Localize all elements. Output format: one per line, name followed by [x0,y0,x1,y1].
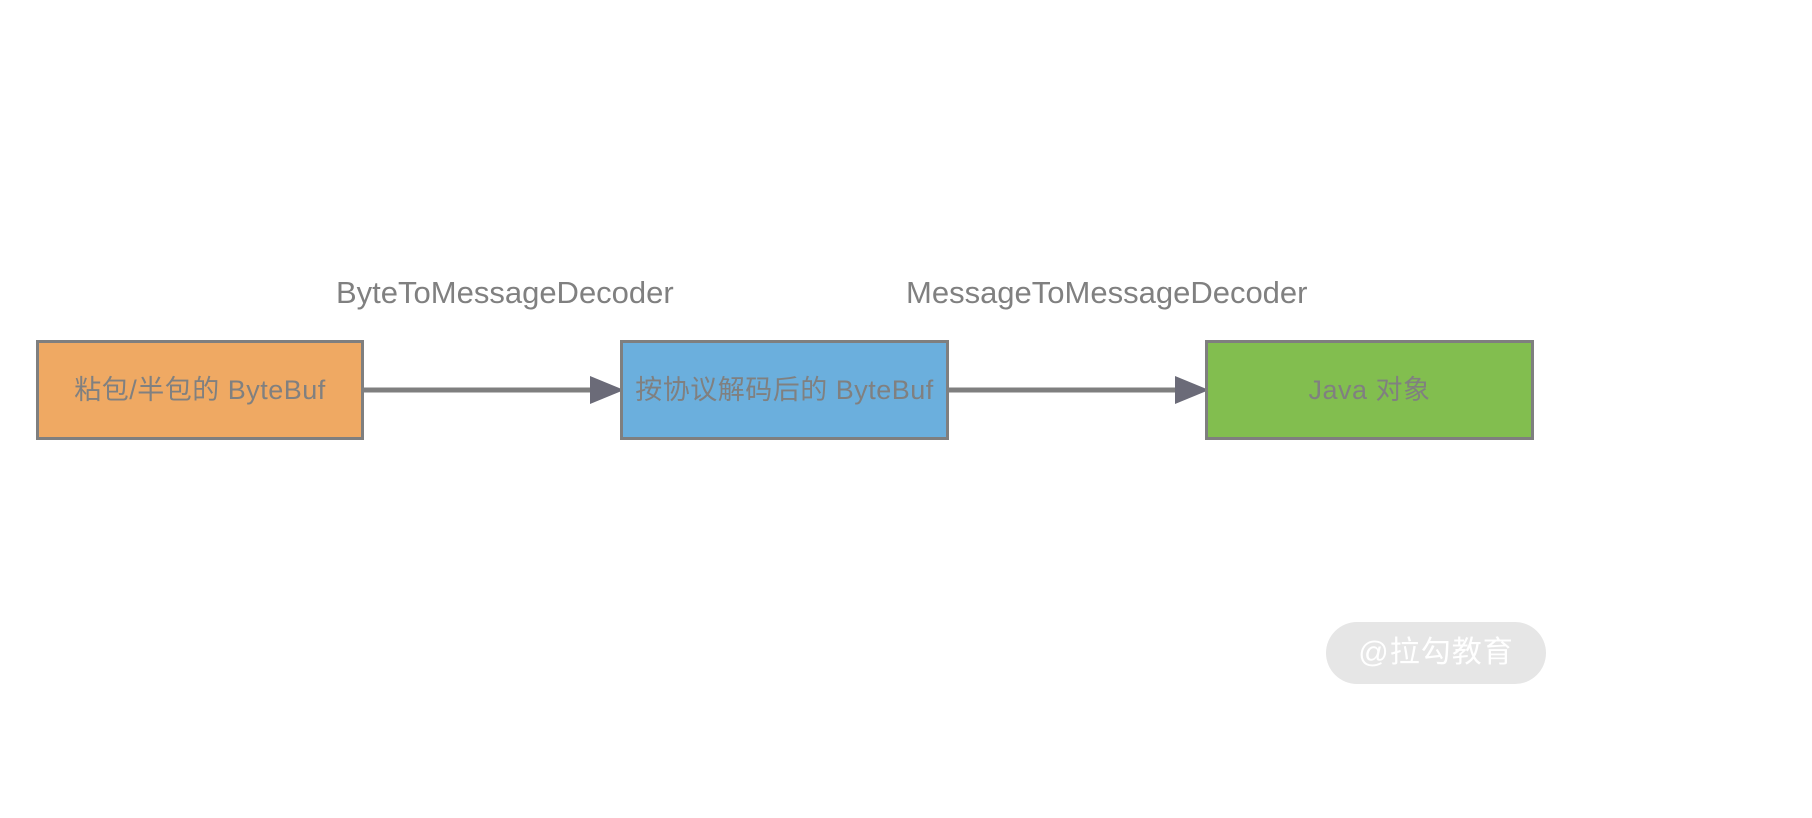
watermark-text: @拉勾教育 [1358,636,1514,669]
edge-label-byte-to-message-decoder: ByteToMessageDecoder [336,275,674,310]
watermark-badge: @拉勾教育 [1326,622,1546,684]
node-java-object-label: Java 对象 [1308,374,1431,405]
node-bytebuf-raw: 粘包/半包的 ByteBuf [36,340,364,440]
node-bytebuf-raw-label: 粘包/半包的 ByteBuf [74,374,326,405]
arrow-decoded-to-java-object [947,376,1209,404]
node-bytebuf-decoded-label: 按协议解码后的 ByteBuf [635,374,934,405]
node-bytebuf-decoded: 按协议解码后的 ByteBuf [620,340,949,440]
edge-label-message-to-message-decoder: MessageToMessageDecoder [906,275,1308,310]
arrow-bytebuf-raw-to-decoded [362,376,624,404]
node-java-object: Java 对象 [1205,340,1534,440]
